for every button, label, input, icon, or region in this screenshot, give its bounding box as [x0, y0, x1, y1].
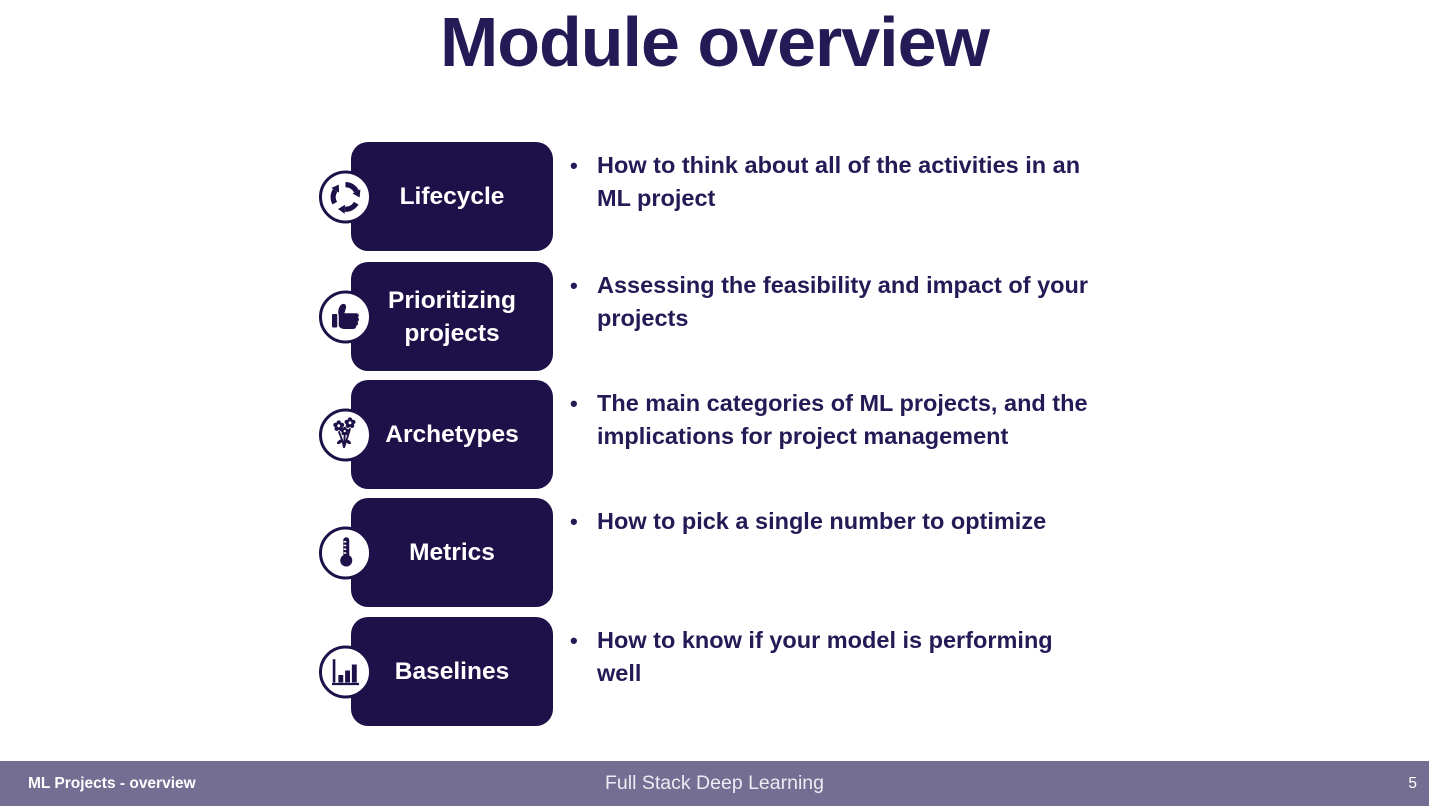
bullet-item: • The main categories of ML projects, an…	[570, 387, 1088, 453]
lifecycle-cycle-icon	[319, 170, 372, 223]
flower-bouquet-icon	[319, 408, 372, 461]
bullet-dot: •	[570, 628, 578, 653]
bullet-text: How to pick a single number to optimize	[597, 508, 1047, 534]
bullet-dot: •	[570, 273, 578, 298]
bullet-item: • How to know if your model is performin…	[570, 624, 1053, 690]
module-row-prioritizing-projects: Prioritizing projects • Assessing the fe…	[319, 262, 1399, 371]
module-pill-prioritizing-projects: Prioritizing projects	[351, 262, 553, 371]
bullet-item: • How to pick a single number to optimiz…	[570, 505, 1046, 538]
thumbs-up-icon	[319, 290, 372, 343]
module-row-archetypes: Archetypes • The main categories of ML p…	[319, 380, 1399, 489]
module-row-baselines: Baselines • How to know if your model is…	[319, 617, 1399, 726]
bullet-text: How to think about all of the activities…	[597, 152, 1081, 211]
bullet-text: Assessing the feasibility and impact of …	[597, 272, 1089, 331]
module-pill-lifecycle: Lifecycle	[351, 142, 553, 251]
bullet-item: • How to think about all of the activiti…	[570, 149, 1080, 215]
module-pill-metrics: Metrics	[351, 498, 553, 607]
slide-footer: ML Projects - overview Full Stack Deep L…	[0, 761, 1429, 806]
bullet-dot: •	[570, 153, 578, 178]
footer-course-title: Full Stack Deep Learning	[605, 772, 824, 794]
module-row-lifecycle: Lifecycle • How to think about all of th…	[319, 142, 1399, 251]
bar-chart-icon	[319, 645, 372, 698]
module-pill-archetypes: Archetypes	[351, 380, 553, 489]
slide-title: Module overview	[439, 3, 990, 81]
bullet-text: The main categories of ML projects, and …	[597, 390, 1088, 449]
module-pill-baselines: Baselines	[351, 617, 553, 726]
bullet-dot: •	[570, 391, 578, 416]
footer-page-number: 5	[1408, 774, 1417, 792]
thermometer-icon	[319, 526, 372, 579]
bullet-item: • Assessing the feasibility and impact o…	[570, 269, 1088, 335]
bullet-dot: •	[570, 509, 578, 534]
bullet-text: How to know if your model is performing …	[597, 627, 1053, 686]
module-row-metrics: Metrics • How to pick a single number to…	[319, 498, 1399, 607]
footer-lecture-label: ML Projects - overview	[28, 774, 196, 792]
